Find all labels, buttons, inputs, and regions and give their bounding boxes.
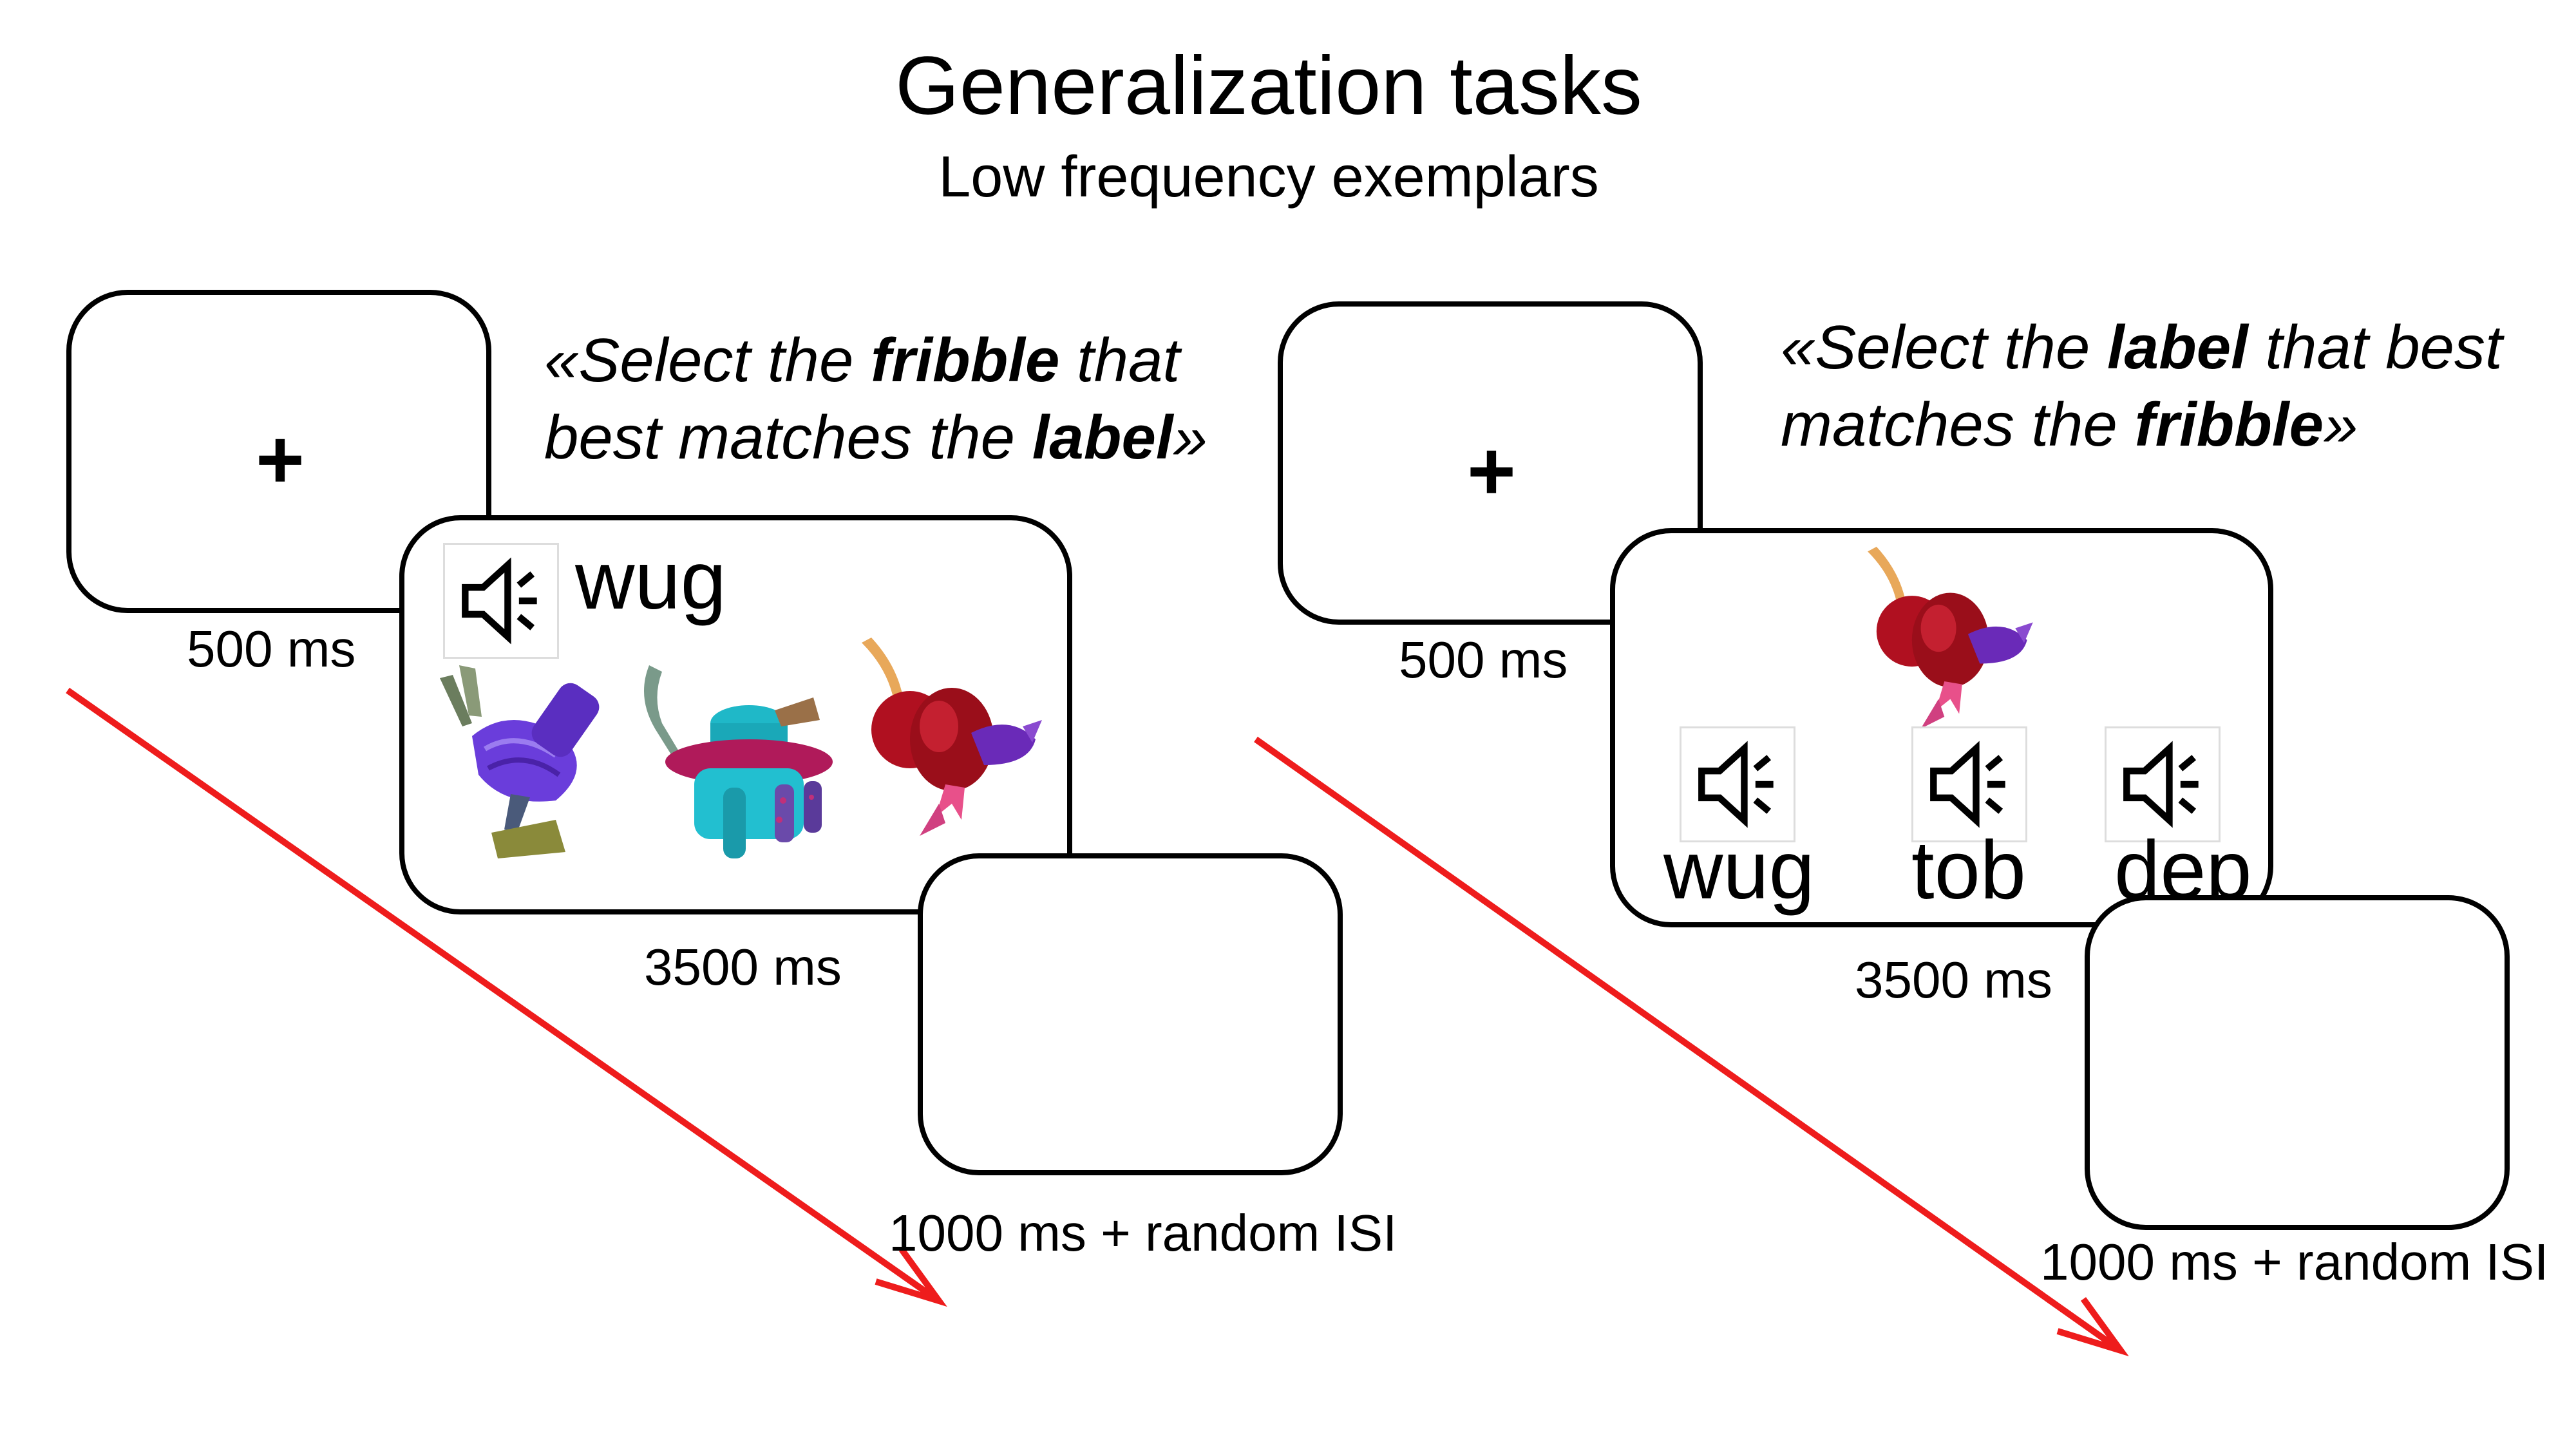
stimulus-screen-left: wug — [399, 515, 1072, 914]
fixation-screen-right: + — [1278, 301, 1703, 625]
stimulus-time-left: 3500 ms — [644, 938, 842, 996]
fixation-cross: + — [1467, 424, 1516, 518]
fribble-cyan-image[interactable] — [636, 659, 849, 871]
stimulus-screen-right: wug tob dep — [1610, 528, 2273, 927]
timeline-arrow-right — [1254, 736, 2129, 1357]
fixation-time-right: 500 ms — [1399, 631, 1568, 688]
fribble-red-image[interactable] — [849, 630, 1061, 862]
blank-screen-left — [918, 853, 1343, 1175]
fixation-cross: + — [256, 412, 305, 506]
blank-screen-right — [2085, 895, 2510, 1230]
page-title: Generalization tasks — [895, 40, 1642, 132]
speaker-icon[interactable] — [2105, 726, 2221, 842]
label-word: wug — [575, 535, 726, 627]
instruction-right: «Select the label that best matches the … — [1781, 313, 2503, 459]
page-subtitle: Low frequency exemplars — [938, 145, 1599, 209]
speaker-icon[interactable] — [443, 543, 559, 659]
instruction-left: «Select the fribble that best matches th… — [544, 326, 1208, 472]
timeline-arrow-left — [66, 687, 947, 1307]
option-word-2[interactable]: tob — [1911, 824, 2026, 916]
option-word-1[interactable]: wug — [1663, 824, 1815, 916]
speaker-icon[interactable] — [1680, 726, 1795, 842]
fixation-time-left: 500 ms — [187, 620, 356, 677]
blank-time-right: 1000 ms + random ISI — [2040, 1233, 2549, 1291]
blank-time-left: 1000 ms + random ISI — [889, 1204, 1397, 1262]
fribble-red-image — [1868, 547, 2033, 729]
speaker-icon[interactable] — [1911, 726, 2027, 842]
fribble-purple-image[interactable] — [427, 665, 633, 871]
stimulus-time-right: 3500 ms — [1855, 951, 2052, 1009]
